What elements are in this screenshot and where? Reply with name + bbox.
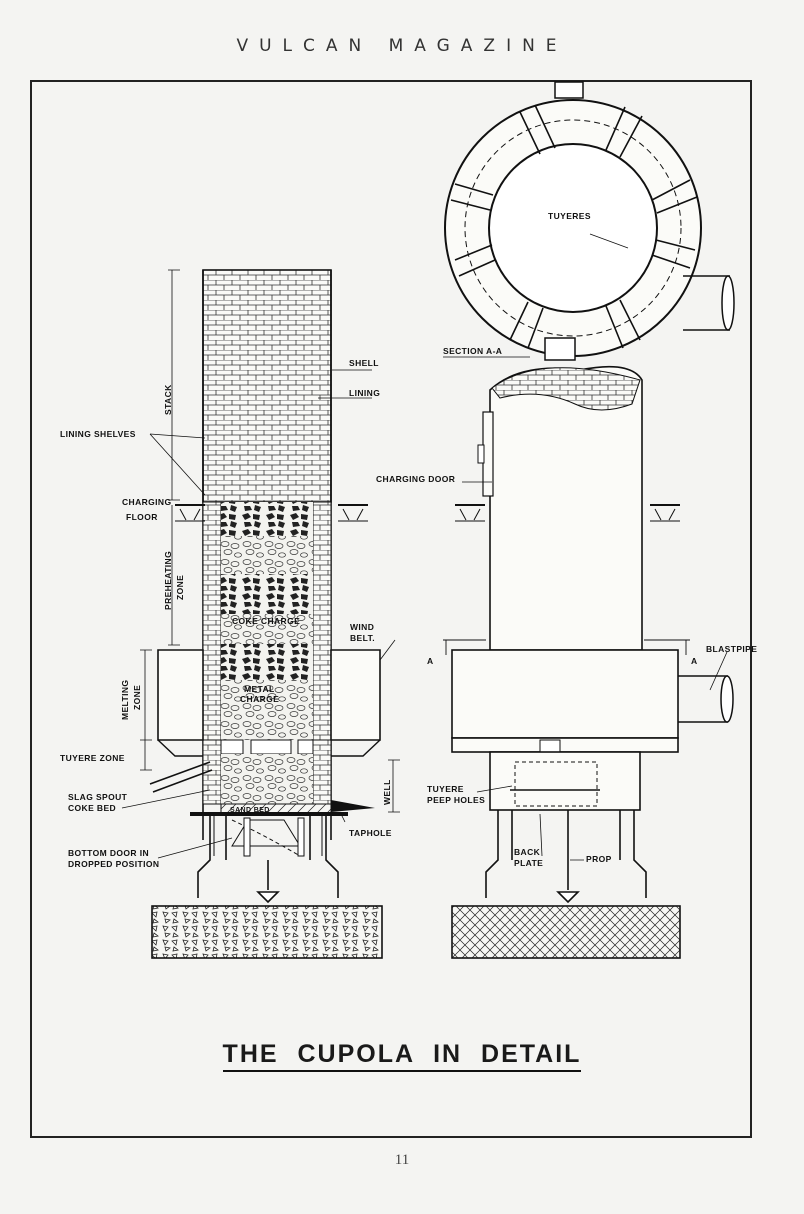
blastpipe xyxy=(678,675,728,723)
magazine-header: VULCAN MAGAZINE xyxy=(236,36,568,56)
external-wind-belt xyxy=(451,649,679,739)
label-blastpipe: BLASTPIPE xyxy=(706,644,757,654)
label-tuyere-peep-holes-2: PEEP HOLES xyxy=(427,795,485,805)
plan-tuyere-ducts xyxy=(450,104,698,349)
label-bottom-door-1: BOTTOM DOOR IN xyxy=(68,848,149,858)
label-well: WELL xyxy=(382,779,392,805)
label-stack: STACK xyxy=(163,384,173,415)
label-metal-charge-1: METAL xyxy=(244,684,275,694)
figure-frame xyxy=(30,80,752,1138)
sectional-elevation xyxy=(121,269,400,959)
prop-left xyxy=(256,860,280,904)
label-charging-door: CHARGING DOOR xyxy=(376,474,455,484)
label-tuyere-zone: TUYERE ZONE xyxy=(60,753,125,763)
peep-hole xyxy=(539,739,561,753)
coke-layer-3 xyxy=(221,644,313,680)
label-taphole: TAPHOLE xyxy=(349,828,392,838)
coke-bed xyxy=(221,754,313,804)
label-back-plate-1: BACK xyxy=(514,847,541,857)
prop-right xyxy=(556,810,580,904)
label-wind-belt-2: BELT. xyxy=(350,633,375,643)
label-charging-floor-2: FLOOR xyxy=(126,512,158,522)
label-metal-charge-2: CHARGE xyxy=(240,694,279,704)
label-tuyeres: TUYERES xyxy=(548,211,591,221)
metal-charge xyxy=(221,680,313,740)
label-preheating-zone-2: ZONE xyxy=(175,575,185,600)
coke-charge xyxy=(221,574,313,614)
label-shell: SHELL xyxy=(349,358,379,368)
metal-layer-2 xyxy=(221,614,313,644)
plan-blastpipe xyxy=(683,275,730,331)
plan-blastpipe-end xyxy=(721,275,735,331)
plan-top-stub xyxy=(554,81,584,99)
stack-brick-lining xyxy=(202,269,332,503)
foundation-left xyxy=(151,905,383,959)
label-charging-floor-1: CHARGING xyxy=(122,497,171,507)
label-lining-shelves: LINING SHELVES xyxy=(60,429,136,439)
metal-layer-1 xyxy=(221,536,313,574)
plan-view: TUYERES SECTION A-A xyxy=(443,81,735,361)
external-top-lining xyxy=(491,367,641,411)
label-bottom-door-2: DROPPED POSITION xyxy=(68,859,159,869)
label-melting-zone-1: MELTING xyxy=(120,680,130,720)
label-back-plate-2: PLATE xyxy=(514,858,543,868)
label-melting-zone-2: ZONE xyxy=(132,685,142,710)
tuyeres-leader xyxy=(589,233,629,249)
label-coke-bed: COKE BED xyxy=(68,803,116,813)
external-elevation xyxy=(443,365,734,959)
figure-title: THE CUPOLA IN DETAIL xyxy=(0,1040,804,1072)
label-preheating-zone-1: PREHEATING xyxy=(163,551,173,610)
plan-bottom-stub xyxy=(544,337,576,361)
bottom-plate xyxy=(190,812,348,816)
label-sand-bed: SAND BED xyxy=(230,807,270,814)
plan-wind-belt xyxy=(464,119,682,337)
page-number: 11 xyxy=(394,1152,410,1168)
label-slag-spout: SLAG SPOUT xyxy=(68,792,128,802)
label-lining: LINING xyxy=(349,388,380,398)
plan-inner-lining xyxy=(488,143,658,313)
external-stack xyxy=(489,365,643,651)
section-line xyxy=(443,639,690,655)
label-section-mark-left: A xyxy=(427,656,434,666)
label-prop: PROP xyxy=(586,854,612,864)
coke-layer-1 xyxy=(221,502,313,536)
wind-belt xyxy=(157,649,381,741)
figure-title-text: THE CUPOLA IN DETAIL xyxy=(222,1040,582,1072)
label-section-mark-right: A xyxy=(691,656,698,666)
label-section-aa: SECTION A-A xyxy=(443,346,502,356)
label-wind-belt-1: WIND xyxy=(350,622,374,632)
label-tuyere-peep-holes-1: TUYERE xyxy=(427,784,464,794)
tap-spout xyxy=(331,800,375,812)
label-coke-charge: COKE CHARGE xyxy=(232,616,300,626)
slag-spout xyxy=(149,761,213,793)
